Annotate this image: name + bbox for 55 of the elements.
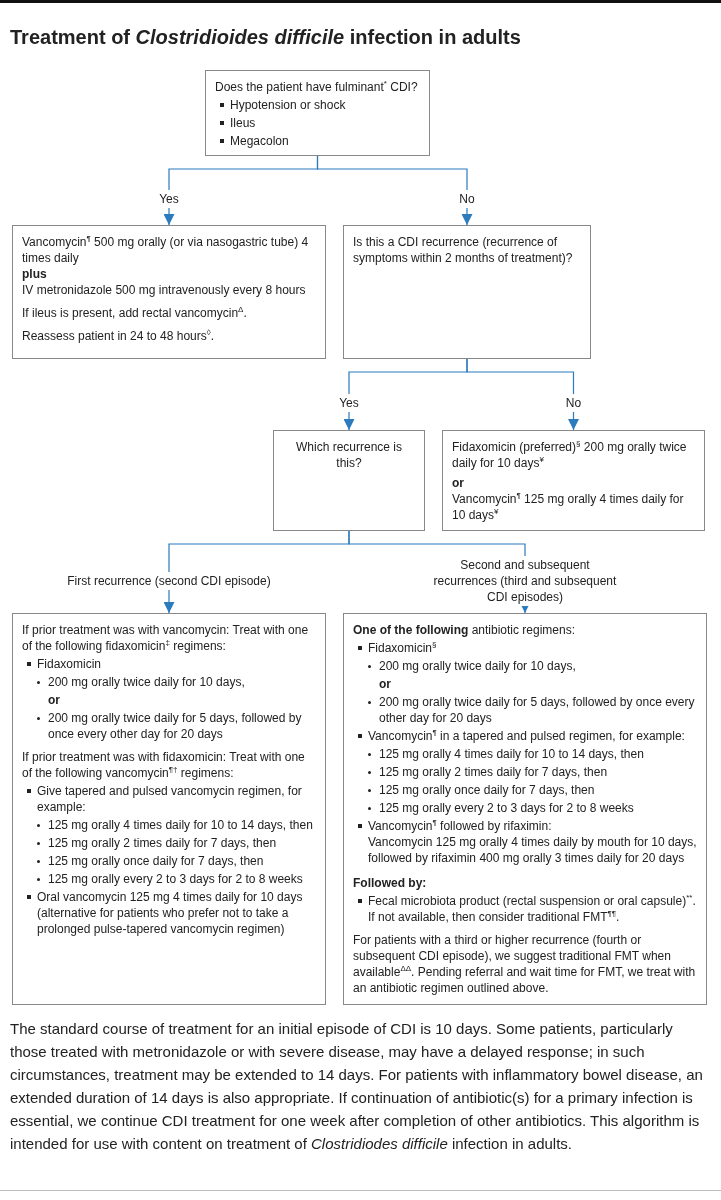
connector-arrow [316,155,473,226]
box-text: Followed by: [353,875,428,891]
diagram-title: Treatment of Clostridioides difficile infection in adults [10,26,521,49]
box-text: Vancomycin 125 mg orally 4 times daily by mouth for 10 days, followed by rifaximin 400 mg orally 3 times daily for 20 days [367,834,697,866]
treatment-box [12,225,326,359]
edge-label: First recurrence (second CDI episode) [65,571,273,590]
connector-arrow [466,358,579,431]
treatment-box [442,430,705,531]
list-item: 125 mg orally 2 times daily for 7 days, then [22,835,316,851]
box-text: For patients with a third or higher recurrence (fourth or subsequent CDI episode), we suggest traditional FMT when available$^{ΔΔ}$. Pending referral and wait time for FMT, we treat with an antibiotic regimen outlined above. [353,932,697,996]
box-text: If prior treatment was with vancomycin: Treat with one of the following fidaxomicin$^{‡}$ regimens: [22,622,310,654]
edge-label: Yes [157,190,181,208]
list-item: 125 mg orally every 2 to 3 days for 2 to 8 weeks [353,800,697,816]
decision-box [273,430,425,531]
decision-box [343,225,591,359]
box-text: Which recurrence is this? [295,439,403,471]
caption-text: The standard course of treatment for an initial episode of CDI is 10 days. Some patients, particularly those treated with metronidazole or with severe disease, may have a delayed response; in such circumstances, treatment may be extended to 14 days. For patients with inflammatory bowel disease, an extended duration of 14 days is also appropriate. If continuation of antibiotic(s) for a primary infection is essential, we continue CDI treatment for one week after completion of other antibiotics. This algorithm is intended for use with content on treatment of Clostridiodes difficile infection in adults. [10,1019,704,1154]
edge-label: No [457,190,477,208]
edge-label: Yes [337,394,361,412]
list-item: Vancomycin$^{¶}$ in a tapered and pulsed regimen, for example: [353,728,697,744]
box-text: If ileus is present, add rectal vancomycin$^{Δ}$. [22,305,248,321]
list-item: Ileus [215,115,420,131]
list-item: 125 mg orally 4 times daily for 10 to 14 days, then [353,746,697,762]
list-item: 125 mg orally once daily for 7 days, then [22,853,316,869]
box-text: If prior treatment was with fidaxomicin: Treat with one of the following vancomycin$^{¶†}$ regimens: [22,749,306,781]
box-text: IV metronidazole 500 mg intravenously every 8 hours [22,282,307,298]
list-item: 200 mg orally twice daily for 10 days, [22,674,316,690]
box-text: Reassess patient in 24 to 48 hours$^{◊}$. [22,328,216,344]
decision-box [205,70,430,156]
box-text: One of the following antibiotic regimens: [353,622,577,638]
box-text: Vancomycin$^{¶}$ 125 mg orally 4 times daily for 10 days$^{¥}$ [452,491,685,523]
list-item: Fecal microbiota product (rectal suspension or oral capsule)$^{**}$. If not available, then consider traditional FMT$^{¶¶}$. [353,893,697,925]
box-text: Is this a CDI recurrence (recurrence of symptoms within 2 months of treatment)? [353,234,574,266]
list-item: Hypotension or shock [215,97,420,113]
box-text: or [452,475,465,491]
list-item: Fidaxomicin [22,656,316,672]
list-item: 200 mg orally twice daily for 10 days, [353,658,697,674]
edge-label: No [563,394,584,412]
list-item: 125 mg orally once daily for 7 days, then [353,782,697,798]
treatment-box [12,613,326,1005]
list-item: 125 mg orally every 2 to 3 days for 2 to 8 weeks [22,871,316,887]
list-item: 125 mg orally 2 times daily for 7 days, then [353,764,697,780]
list-item: Vancomycin$^{¶}$ followed by rifaximin: [353,818,697,834]
box-text: or [378,676,392,692]
list-item: 200 mg orally twice daily for 5 days, followed by once every other day for 20 days [22,710,316,742]
box-text: Does the patient have fulminant$^{*}$ CDI? [215,79,419,95]
box-text: plus [22,266,48,282]
box-text: Fidaxomicin (preferred)$^{§}$ 200 mg orally twice daily for 10 days$^{¥}$ [452,439,688,471]
treatment-box [343,613,707,1005]
list-item: Give tapered and pulsed vancomycin regimen, for example: [22,783,316,815]
list-item: 125 mg orally 4 times daily for 10 to 14 days, then [22,817,316,833]
list-item: Oral vancomycin 125 mg 4 times daily for 10 days (alternative for patients who prefer not to take a prolonged pulse-tapered vancomycin regimen) [22,889,316,937]
list-item: Fidaxomicin$^{§}$ [353,640,697,656]
box-text: or [47,692,61,708]
list-item: Megacolon [215,133,420,149]
